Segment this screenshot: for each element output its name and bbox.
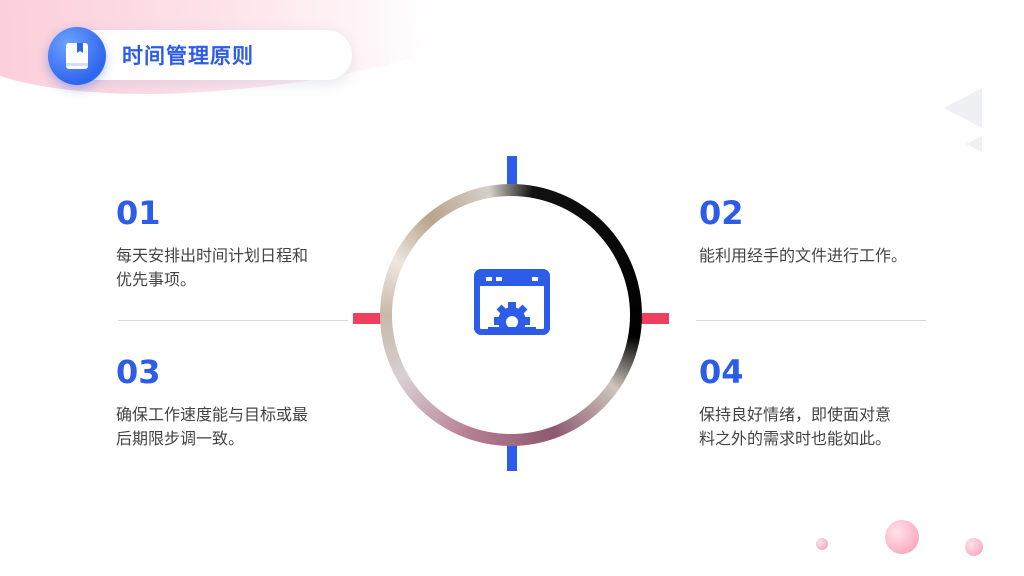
- item-text-01: 每天安排出时间计划日程和 优先事项。: [116, 244, 308, 292]
- item-text-01-line2: 优先事项。: [116, 270, 197, 289]
- crosshair-bar-right: [640, 313, 669, 324]
- item-text-04-line2: 料之外的需求时也能如此。: [699, 429, 892, 448]
- book-icon: [66, 43, 88, 69]
- window-gear-icon: [474, 269, 550, 339]
- decor-triangle-small: [966, 136, 982, 152]
- item-text-03: 确保工作速度能与目标或最 后期限步调一致。: [116, 403, 308, 451]
- decor-bubble-large: [885, 520, 919, 554]
- divider-right: [696, 320, 926, 321]
- item-text-01-line1: 每天安排出时间计划日程和: [116, 246, 309, 265]
- item-number-01: 01: [116, 194, 161, 232]
- crosshair-bar-left: [353, 313, 383, 324]
- item-number-02: 02: [699, 194, 744, 232]
- decor-triangle-large: [944, 88, 982, 128]
- crosshair-bar-bottom: [507, 444, 517, 471]
- title-badge: [48, 27, 106, 85]
- item-number-03: 03: [116, 353, 161, 391]
- item-number-04: 04: [699, 353, 744, 391]
- divider-left: [118, 320, 348, 321]
- item-text-02-line1: 能利用经手的文件进行工作。: [699, 246, 908, 265]
- page-title: 时间管理原则: [122, 44, 254, 68]
- decor-bubble-small: [816, 538, 828, 550]
- item-text-04-line1: 保持良好情绪，即使面对意: [699, 405, 892, 424]
- crosshair-bar-top: [507, 156, 517, 184]
- item-text-04: 保持良好情绪，即使面对意 料之外的需求时也能如此。: [699, 403, 891, 451]
- item-text-03-line1: 确保工作速度能与目标或最: [116, 405, 309, 424]
- item-text-02: 能利用经手的文件进行工作。: [699, 244, 907, 268]
- item-text-03-line2: 后期限步调一致。: [116, 429, 245, 448]
- decor-bubble-medium: [965, 538, 983, 556]
